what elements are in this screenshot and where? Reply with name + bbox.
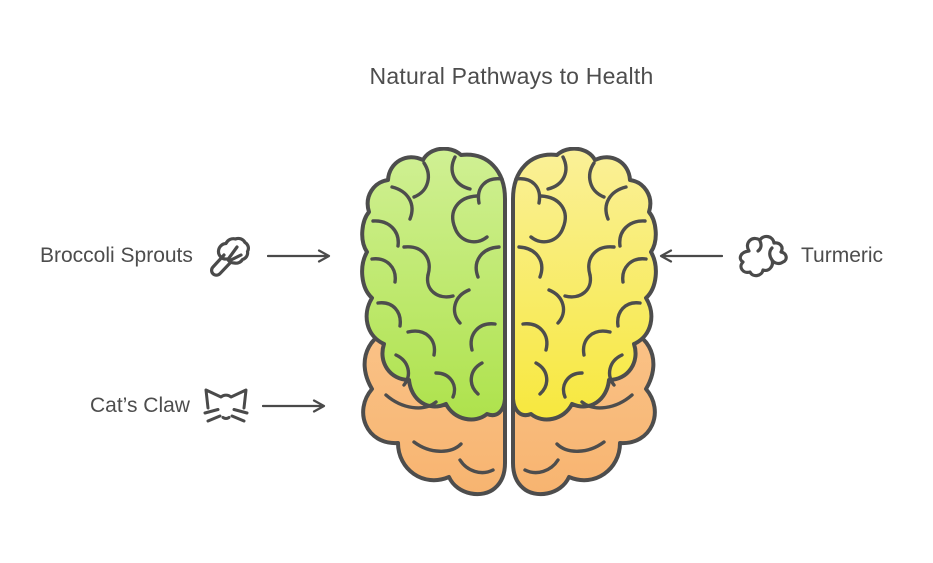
left-hemisphere — [360, 147, 507, 497]
turmeric-icon — [736, 232, 788, 280]
arrow-right-icon — [266, 248, 337, 264]
item-cats-claw: Cat’s Claw — [90, 380, 332, 432]
item-label: Turmeric — [801, 244, 884, 267]
broccoli-icon — [206, 232, 254, 280]
brain-illustration — [360, 147, 658, 497]
arrow-left-icon — [653, 248, 723, 264]
cat-icon — [203, 386, 249, 426]
item-broccoli-sprouts: Broccoli Sprouts — [40, 230, 337, 282]
arrow-right-icon — [261, 398, 332, 414]
item-label: Broccoli Sprouts — [40, 244, 193, 267]
diagram-title: Natural Pathways to Health — [369, 63, 654, 89]
item-turmeric: Turmeric — [653, 230, 883, 282]
right-hemisphere — [511, 147, 658, 497]
item-label: Cat’s Claw — [90, 394, 190, 417]
